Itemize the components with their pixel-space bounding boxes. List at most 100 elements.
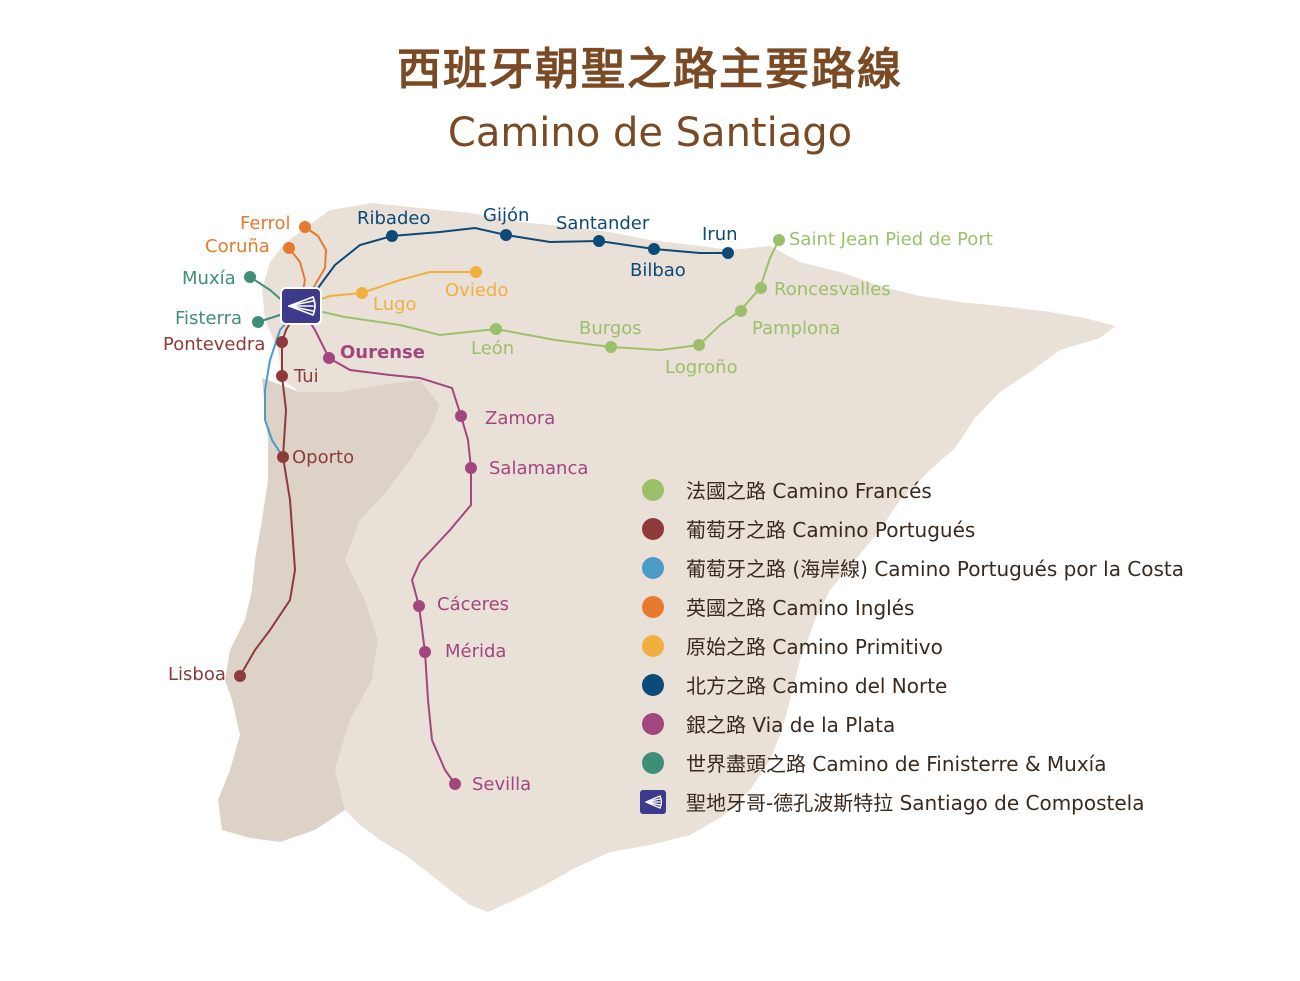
label-zamora: Zamora	[485, 408, 555, 429]
nodes-ingles	[283, 221, 311, 254]
node-ribadeo[interactable]	[386, 230, 398, 242]
legend-label: 世界盡頭之路 Camino de Finisterre & Muxía	[686, 752, 1107, 776]
label-caceres: Cáceres	[437, 594, 509, 615]
legend-item: 銀之路 Via de la Plata	[640, 704, 1184, 743]
node-muxia[interactable]	[244, 271, 256, 283]
title-block: 西班牙朝聖之路主要路線 Camino de Santiago	[0, 40, 1300, 158]
label-sjpp: Saint Jean Pied de Port	[789, 229, 993, 250]
label-fisterra: Fisterra	[175, 308, 242, 329]
map-title-chinese: 西班牙朝聖之路主要路線	[397, 44, 903, 95]
legend-label: 葡萄牙之路 (海岸線) Camino Portugués por la Cost…	[686, 557, 1185, 581]
route-plata	[299, 306, 472, 785]
node-leon[interactable]	[490, 323, 502, 335]
node-pontevedra[interactable]	[276, 336, 288, 348]
node-lisboa[interactable]	[234, 670, 246, 682]
legend-swatch-primitivo	[642, 634, 664, 657]
label-coruna: Coruña	[205, 236, 270, 257]
label-muxia: Muxía	[182, 268, 236, 289]
node-bilbao[interactable]	[648, 243, 660, 255]
legend-label: 葡萄牙之路 Camino Portugués	[686, 518, 976, 542]
node-roncesvalles[interactable]	[755, 282, 767, 294]
node-burgos[interactable]	[605, 341, 617, 353]
label-pamplona: Pamplona	[752, 318, 841, 339]
legend-swatch-frances	[642, 478, 664, 501]
node-oviedo[interactable]	[470, 266, 482, 278]
label-gijon: Gijón	[483, 205, 529, 226]
label-santander: Santander	[556, 213, 650, 234]
label-logrono: Logroño	[665, 357, 738, 378]
node-salamanca[interactable]	[465, 462, 477, 474]
node-coruna[interactable]	[283, 242, 295, 254]
legend-item: 法國之路 Camino Francés	[640, 470, 1184, 509]
label-leon: León	[471, 338, 514, 359]
shell-icon	[288, 296, 316, 316]
node-ourense[interactable]	[323, 352, 335, 364]
legend-swatch-costa	[642, 556, 664, 579]
node-zamora[interactable]	[455, 410, 467, 422]
nodes-frances	[490, 234, 785, 353]
node-merida[interactable]	[419, 646, 431, 658]
label-pontevedra: Pontevedra	[163, 334, 265, 355]
node-sjpp[interactable]	[773, 234, 785, 246]
label-burgos: Burgos	[579, 318, 642, 339]
legend-item: 葡萄牙之路 (海岸線) Camino Portugués por la Cost…	[640, 548, 1184, 587]
nodes-primitivo	[356, 266, 482, 299]
node-gijon[interactable]	[500, 229, 512, 241]
map-title-english: Camino de Santiago	[447, 110, 853, 156]
node-santander[interactable]	[593, 235, 605, 247]
node-sevilla[interactable]	[449, 778, 461, 790]
legend-swatch-plata	[642, 712, 664, 735]
legend-item: 原始之路 Camino Primitivo	[640, 626, 1184, 665]
legend-swatch-portugues	[642, 517, 664, 540]
node-caceres[interactable]	[413, 600, 425, 612]
node-oporto[interactable]	[277, 451, 289, 463]
node-logrono[interactable]	[693, 339, 705, 351]
nodes-finisterre	[244, 271, 264, 328]
label-tui: Tui	[293, 366, 319, 387]
node-pamplona[interactable]	[735, 305, 747, 317]
legend-swatch-ingles	[642, 595, 664, 618]
legend-item: 聖地牙哥-德孔波斯特拉 Santiago de Compostela	[640, 782, 1184, 821]
node-lugo[interactable]	[356, 287, 368, 299]
legend-label: 北方之路 Camino del Norte	[686, 674, 948, 698]
label-ferrol: Ferrol	[240, 213, 291, 234]
label-bilbao: Bilbao	[630, 260, 686, 281]
route-costa	[264, 306, 301, 458]
label-oporto: Oporto	[292, 447, 354, 468]
node-ferrol[interactable]	[299, 221, 311, 233]
node-fisterra[interactable]	[252, 316, 264, 328]
portugal-landmass	[218, 378, 440, 842]
legend-item: 英國之路 Camino Inglés	[640, 587, 1184, 626]
legend-label: 原始之路 Camino Primitivo	[686, 635, 943, 659]
nodes-plata	[323, 352, 477, 790]
label-sevilla: Sevilla	[472, 774, 531, 795]
santiago-marker[interactable]	[280, 287, 322, 325]
node-tui[interactable]	[276, 370, 288, 382]
legend-label: 聖地牙哥-德孔波斯特拉 Santiago de Compostela	[686, 791, 1145, 815]
legend-label: 英國之路 Camino Inglés	[686, 596, 915, 620]
place-labels: Ferrol Coruña Muxía Fisterra Pontevedra …	[163, 205, 993, 795]
label-lisboa: Lisboa	[168, 664, 226, 685]
label-oviedo: Oviedo	[445, 280, 508, 301]
shell-icon	[640, 789, 666, 814]
nodes-portugues	[234, 336, 289, 682]
spain-landmass	[262, 203, 1115, 912]
legend-swatch-norte	[642, 673, 664, 696]
legend-swatch-finisterre	[642, 751, 664, 774]
node-irun[interactable]	[722, 247, 734, 259]
legend-label: 銀之路 Via de la Plata	[686, 713, 896, 737]
legend-item: 葡萄牙之路 Camino Portugués	[640, 509, 1184, 548]
route-primitivo	[299, 271, 476, 308]
legend-item: 世界盡頭之路 Camino de Finisterre & Muxía	[640, 743, 1184, 782]
map-legend: 法國之路 Camino Francés 葡萄牙之路 Camino Portugu…	[640, 470, 1184, 821]
label-ourense: Ourense	[340, 342, 425, 363]
legend-label: 法國之路 Camino Francés	[686, 479, 932, 503]
legend-item: 北方之路 Camino del Norte	[640, 665, 1184, 704]
label-merida: Mérida	[445, 641, 506, 662]
label-ribadeo: Ribadeo	[357, 208, 430, 229]
nodes-norte	[386, 229, 734, 259]
label-lugo: Lugo	[373, 294, 417, 315]
label-salamanca: Salamanca	[489, 458, 588, 479]
label-irun: Irun	[702, 224, 738, 245]
